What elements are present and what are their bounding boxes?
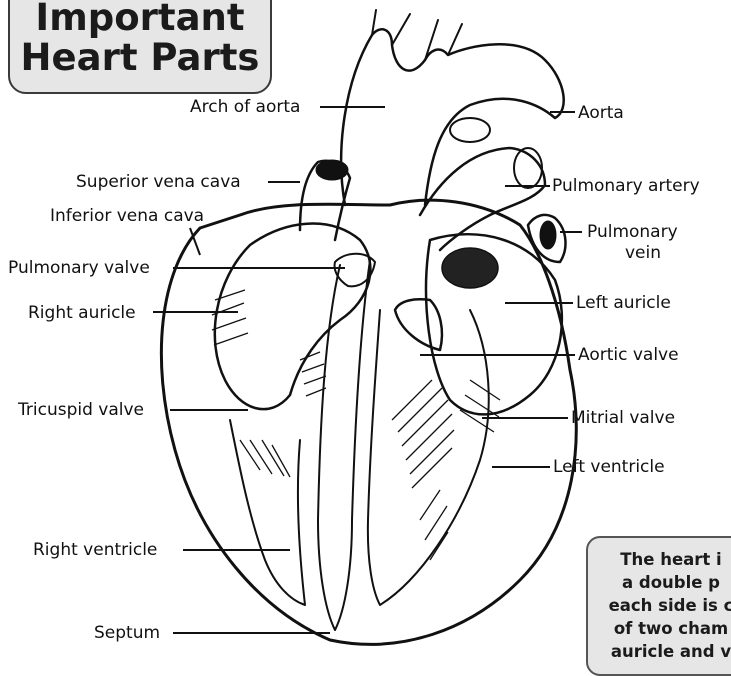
label-aorta: Aorta bbox=[578, 103, 624, 123]
aorta-shape bbox=[341, 29, 564, 205]
note-line-3: each side is c bbox=[588, 594, 731, 617]
label-pulmonary-vein-line2: vein bbox=[625, 243, 661, 263]
label-right-ventricle: Right ventricle bbox=[33, 540, 157, 560]
label-pulmonary-vein-line1: Pulmonary bbox=[587, 222, 678, 242]
note-line-4: of two cham bbox=[588, 617, 731, 640]
title-line-1: Important bbox=[10, 0, 270, 38]
label-tricuspid-valve: Tricuspid valve bbox=[18, 400, 144, 420]
label-arch-of-aorta: Arch of aorta bbox=[190, 97, 300, 117]
note-line-1: The heart i bbox=[588, 548, 731, 571]
label-aortic-valve: Aortic valve bbox=[578, 345, 679, 365]
label-left-auricle: Left auricle bbox=[576, 293, 671, 313]
title-line-2: Heart Parts bbox=[10, 38, 270, 78]
note-line-5: auricle and v bbox=[588, 640, 731, 663]
label-mitrial-valve: Mitrial valve bbox=[571, 408, 675, 428]
label-pulmonary-artery: Pulmonary artery bbox=[552, 176, 700, 196]
note-line-2: a double p bbox=[588, 571, 731, 594]
info-note-box: The heart i a double p each side is c of… bbox=[586, 536, 731, 676]
label-inferior-vena-cava: Inferior vena cava bbox=[50, 206, 204, 226]
label-septum: Septum bbox=[94, 623, 160, 643]
label-left-ventricle: Left ventricle bbox=[553, 457, 665, 477]
label-pulmonary-valve: Pulmonary valve bbox=[8, 258, 150, 278]
septum-shape bbox=[318, 260, 370, 630]
label-right-auricle: Right auricle bbox=[28, 303, 136, 323]
label-superior-vena-cava: Superior vena cava bbox=[76, 172, 241, 192]
title-box: Important Heart Parts bbox=[8, 0, 272, 94]
